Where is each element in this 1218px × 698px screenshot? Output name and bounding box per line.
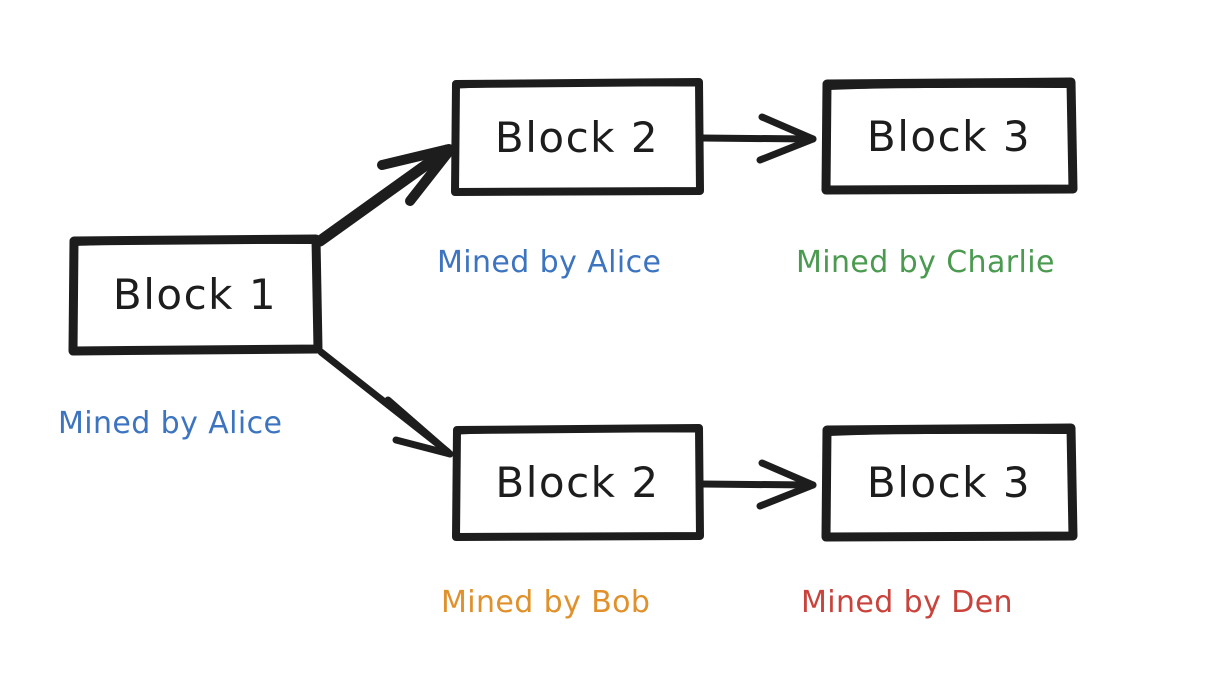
miner-label-block-1: Mined by Alice <box>58 406 283 441</box>
block-3-top-outline <box>821 77 1078 195</box>
miner-label-block-2-top: Mined by Alice <box>437 245 662 280</box>
arrow-bottom-chain <box>697 459 817 510</box>
block-2-top-outline <box>451 78 704 196</box>
block-3-bottom-outline <box>821 423 1078 542</box>
miner-label-block-2-bottom: Mined by Bob <box>441 585 651 620</box>
arrow-fork-down <box>317 348 454 458</box>
block-1-outline <box>68 234 323 356</box>
miner-label-block-3-bottom: Mined by Den <box>801 585 1013 620</box>
arrow-top-chain <box>697 113 817 164</box>
arrow-fork-up <box>314 144 455 247</box>
miner-label-block-3-top: Mined by Charlie <box>796 245 1055 280</box>
block-2-bottom-outline <box>452 424 704 541</box>
